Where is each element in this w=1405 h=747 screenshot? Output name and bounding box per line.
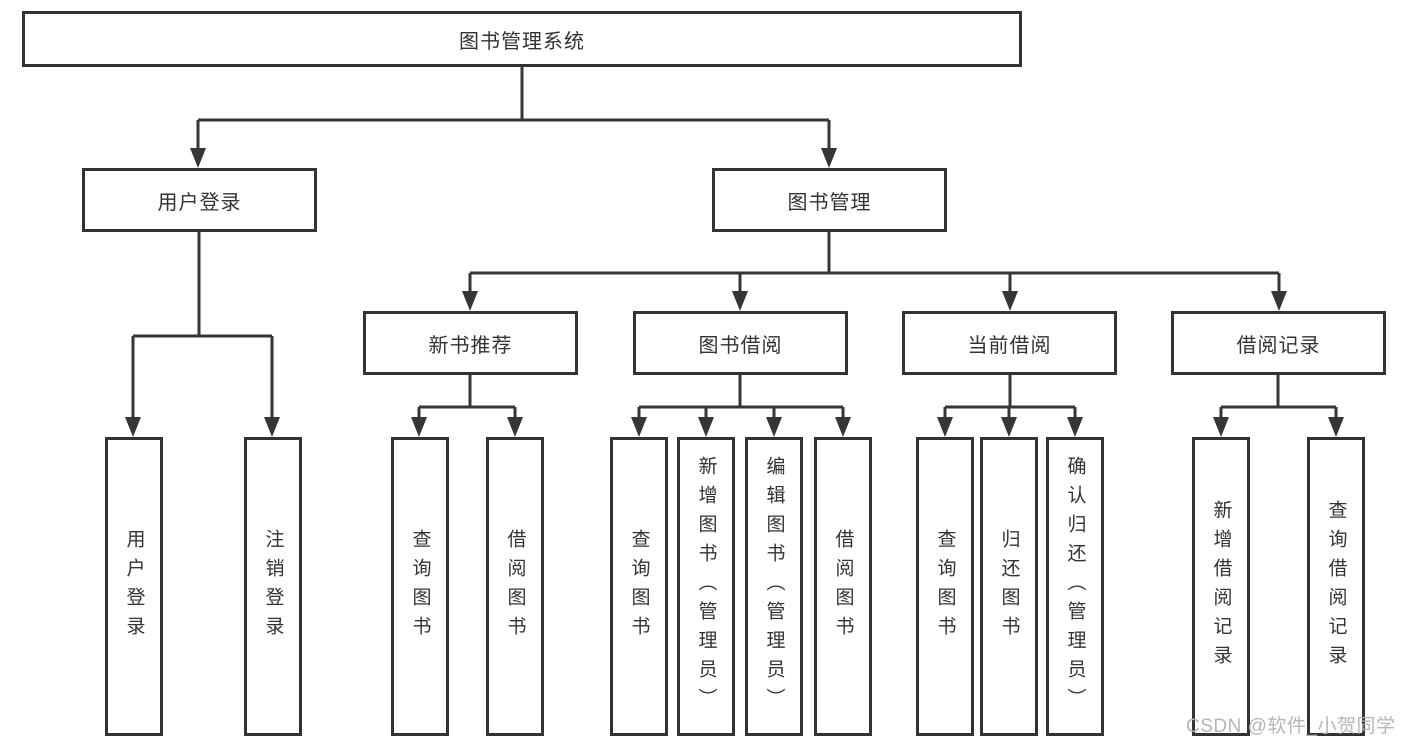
leaf-label: 查询图书 — [628, 528, 650, 645]
leaf-query-books-current: 查询图书 — [916, 437, 974, 736]
leaf-query-books-recommend: 查询图书 — [391, 437, 449, 736]
node-borrow-records: 借阅记录 — [1171, 311, 1386, 375]
leaf-logout: 注销登录 — [244, 437, 302, 736]
node-book-borrow: 图书借阅 — [633, 311, 848, 375]
leaf-borrow-books-recommend: 借阅图书 — [486, 437, 544, 736]
leaf-query-books-borrow: 查询图书 — [610, 437, 668, 736]
leaf-add-book-admin: 新增图书（管理员） — [677, 437, 735, 736]
leaf-label: 查询借阅记录 — [1325, 499, 1347, 674]
connector-arrowheads — [125, 148, 1344, 437]
node-current-borrow: 当前借阅 — [902, 311, 1117, 375]
leaf-edit-book-admin: 编辑图书（管理员） — [745, 437, 803, 736]
leaf-confirm-return-admin: 确认归还（管理员） — [1046, 437, 1104, 736]
leaf-label: 新增图书（管理员） — [695, 456, 717, 717]
leaf-label: 确认归还（管理员） — [1064, 456, 1086, 717]
leaf-label: 用户登录 — [123, 528, 145, 645]
leaf-add-borrow-record: 新增借阅记录 — [1192, 437, 1250, 736]
leaf-label: 查询图书 — [934, 528, 956, 645]
leaf-return-book: 归还图书 — [980, 437, 1038, 736]
leaf-label: 归还图书 — [998, 528, 1020, 645]
leaf-label: 新增借阅记录 — [1210, 499, 1232, 674]
leaf-query-borrow-record: 查询借阅记录 — [1307, 437, 1365, 736]
leaf-label: 借阅图书 — [504, 528, 526, 645]
leaf-label: 借阅图书 — [832, 528, 854, 645]
node-user-login: 用户登录 — [82, 168, 317, 232]
csdn-watermark: CSDN @软件_小贺同学 — [1186, 716, 1396, 737]
leaf-user-login: 用户登录 — [105, 437, 163, 736]
leaf-borrow-books: 借阅图书 — [814, 437, 872, 736]
node-book-management: 图书管理 — [712, 168, 947, 232]
node-root-library-system: 图书管理系统 — [22, 11, 1022, 67]
leaf-label: 编辑图书（管理员） — [763, 456, 785, 717]
leaf-label: 注销登录 — [262, 528, 284, 645]
leaf-label: 查询图书 — [409, 528, 431, 645]
node-new-book-recommend: 新书推荐 — [363, 311, 578, 375]
